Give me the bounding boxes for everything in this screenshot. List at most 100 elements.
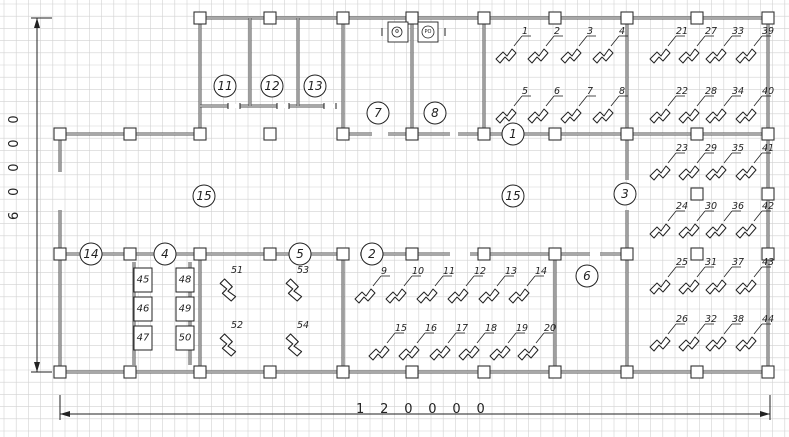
desk-shape [354,288,376,304]
room-marker: 11 [213,74,237,98]
leader-line [696,323,706,335]
leader-line [696,210,706,222]
cabinet-label: 49 [179,304,192,315]
workstation: 40 [735,86,774,124]
leader-line [696,266,706,278]
desk-shape [705,108,727,124]
desk-shape [735,108,757,124]
leader-line [696,152,706,164]
desk-shape [385,288,407,304]
room-marker: 1 [501,122,525,146]
workstation-label: 14 [535,266,547,277]
room-number: 13 [307,79,322,93]
desk-shape [705,165,727,181]
leader-line [416,332,426,344]
structural-column [690,247,704,261]
leader-line [610,35,620,47]
leader-line [507,332,517,344]
workstation-label: 41 [762,143,774,154]
structural-column [405,127,419,141]
structural-column [263,365,277,379]
workstation-label: 6 [554,86,560,97]
structural-column [477,11,491,25]
workstation-label: 29 [705,143,717,154]
equipment-units: Ф РО [381,21,446,43]
structural-column [263,127,277,141]
leader-line [723,152,733,164]
workstation-label: 53 [297,265,309,276]
desk-shape [478,288,500,304]
room-marker: 13 [303,74,327,98]
structural-column [690,187,704,201]
leader-line [753,152,763,164]
leader-line [545,35,555,47]
room-marker: 15 [501,184,525,208]
room-marker: 5 [288,242,312,266]
desk-shape [649,279,671,295]
room-number: 6 [583,269,591,283]
workstation: 32 [678,314,717,352]
workstation-label: 13 [505,266,517,277]
workstation: 41 [735,143,774,181]
structural-column [477,365,491,379]
equipment-unit-right: РО [417,21,446,43]
workstation: 16 [398,323,437,361]
workstation-label: 37 [732,257,744,268]
structural-column [620,365,634,379]
desk-shape [678,336,700,352]
structural-column [761,127,775,141]
structural-column [193,365,207,379]
room-number: 3 [621,187,629,201]
room-marker: 15 [192,184,216,208]
workstation: 11 [416,266,455,304]
workstation-label: 11 [443,266,455,277]
workstation: 28 [678,86,717,124]
desk-shape [649,165,671,181]
structural-column [123,127,137,141]
leader-line [403,275,413,287]
workstation-label: 7 [587,86,593,97]
structural-column [620,247,634,261]
leader-line [753,210,763,222]
workstation: 22 [649,86,688,124]
leader-line [578,35,588,47]
workstation-label: 21 [676,26,688,37]
leader-line [723,323,733,335]
desk-shape [285,333,303,357]
leader-line [753,323,763,335]
structural-column [548,365,562,379]
leader-line [610,95,620,107]
workstation: 36 [705,201,744,239]
room-number: 11 [217,79,232,93]
workstation-label: 44 [762,314,774,325]
workstation-label: 43 [762,257,774,268]
workstation: 12 [447,266,486,304]
leader-line [723,210,733,222]
structural-column [690,365,704,379]
workstation: 26 [649,314,688,352]
leader-line [513,95,523,107]
structural-column [690,127,704,141]
leader-line [723,35,733,47]
desk-shape [705,279,727,295]
cabinet: 47 [133,325,153,351]
workstation: 43 [735,257,774,295]
workstation-label: 52 [231,320,243,331]
structural-column [193,127,207,141]
structural-column [548,247,562,261]
workstation: 20 [517,323,556,361]
workstation-label: 3 [587,26,593,37]
walls [58,16,770,374]
room-marker: 12 [260,74,284,98]
cabinet-label: 46 [137,304,150,315]
desk-shape [560,108,582,124]
desk-shape [735,165,757,181]
room-number: 8 [431,106,439,120]
structural-column [548,11,562,25]
leader-line [372,275,382,287]
leader-line [434,275,444,287]
desk-shape [649,223,671,239]
room-number: 12 [264,79,279,93]
